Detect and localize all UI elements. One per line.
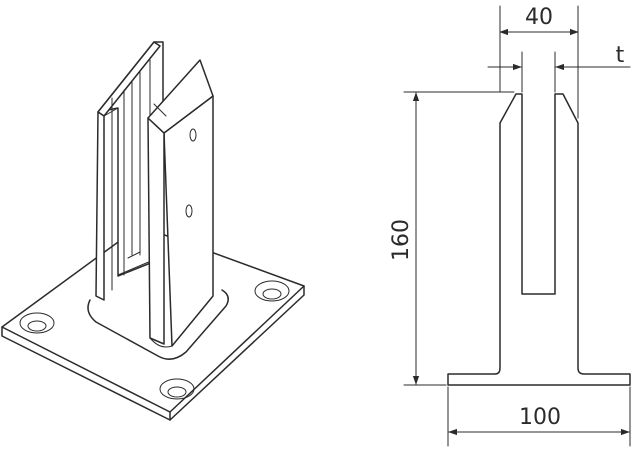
clamp-jaw-front (147, 59, 214, 348)
screw-hole-bottom (159, 378, 195, 400)
front-elevation-view: 40 t 160 100 (389, 5, 631, 447)
dimension-width: 40 (499, 5, 579, 119)
dimension-thickness-label: t (616, 43, 625, 68)
dimension-base: 100 (447, 386, 631, 447)
isometric-view (1, 41, 305, 421)
dimension-base-label: 100 (519, 405, 561, 430)
column-base-fillet (87, 289, 229, 360)
clamp-jaw-back (95, 41, 164, 301)
screw-hole-left (19, 312, 55, 334)
dimension-thickness: t (487, 43, 631, 93)
dimension-height-label: 160 (389, 219, 414, 261)
dimension-width-label: 40 (525, 5, 553, 30)
dimension-height: 160 (389, 91, 515, 386)
screw-hole-right (254, 280, 290, 302)
profile-outline (447, 93, 631, 386)
